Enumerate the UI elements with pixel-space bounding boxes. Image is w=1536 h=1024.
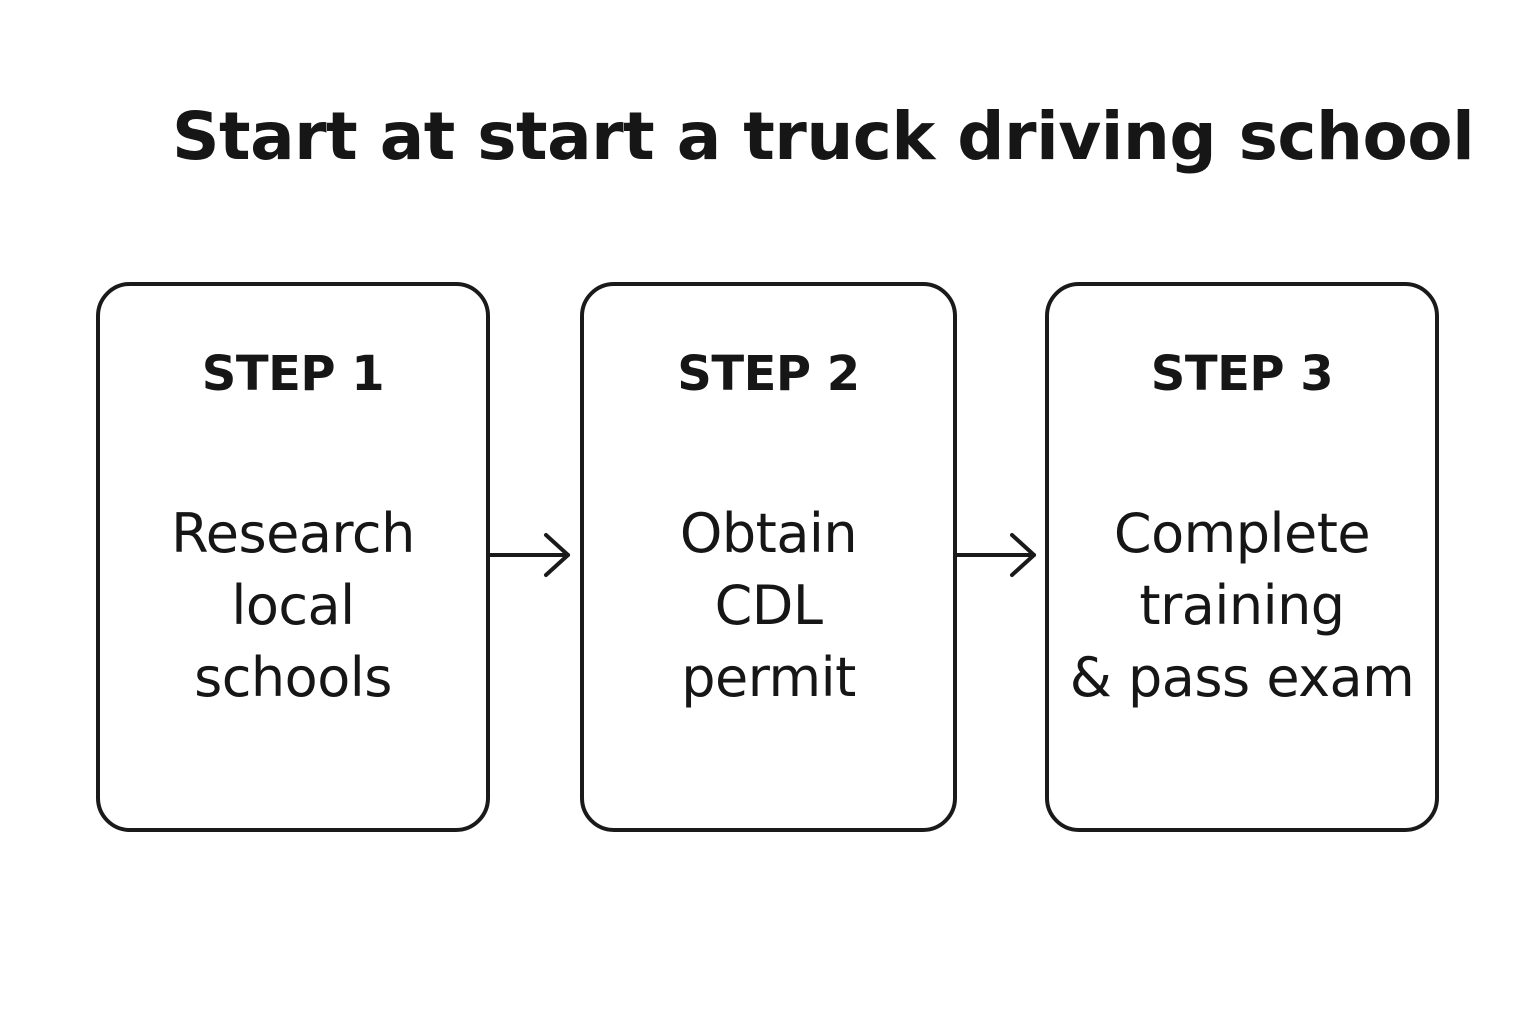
arrow-right-icon	[954, 533, 1036, 577]
step-description-line: CDL	[714, 574, 823, 637]
step-box-2: STEP 2 Obtain CDL permit	[580, 282, 957, 832]
step-box-1: STEP 1 Research local schools	[96, 282, 490, 832]
step-description: Complete training & pass exam	[1049, 498, 1435, 714]
step-label: STEP 3	[1150, 346, 1334, 402]
step-description: Research local schools	[100, 498, 486, 714]
step-description-line: & pass exam	[1069, 646, 1415, 709]
step-label: STEP 1	[201, 346, 385, 402]
step-label: STEP 2	[677, 346, 860, 402]
step-description-line: local	[231, 574, 355, 637]
step-description-line: permit	[681, 646, 856, 709]
step-description-line: training	[1139, 574, 1345, 637]
step-description-line: Complete	[1113, 502, 1371, 565]
page-title: Start at start a truck driving school	[172, 98, 1475, 175]
step-box-3: STEP 3 Complete training & pass exam	[1045, 282, 1439, 832]
step-description-line: Research	[171, 502, 415, 565]
step-description: Obtain CDL permit	[584, 498, 953, 714]
arrow-right-icon	[488, 533, 570, 577]
step-description-line: schools	[194, 646, 392, 709]
step-description-line: Obtain	[679, 502, 858, 565]
